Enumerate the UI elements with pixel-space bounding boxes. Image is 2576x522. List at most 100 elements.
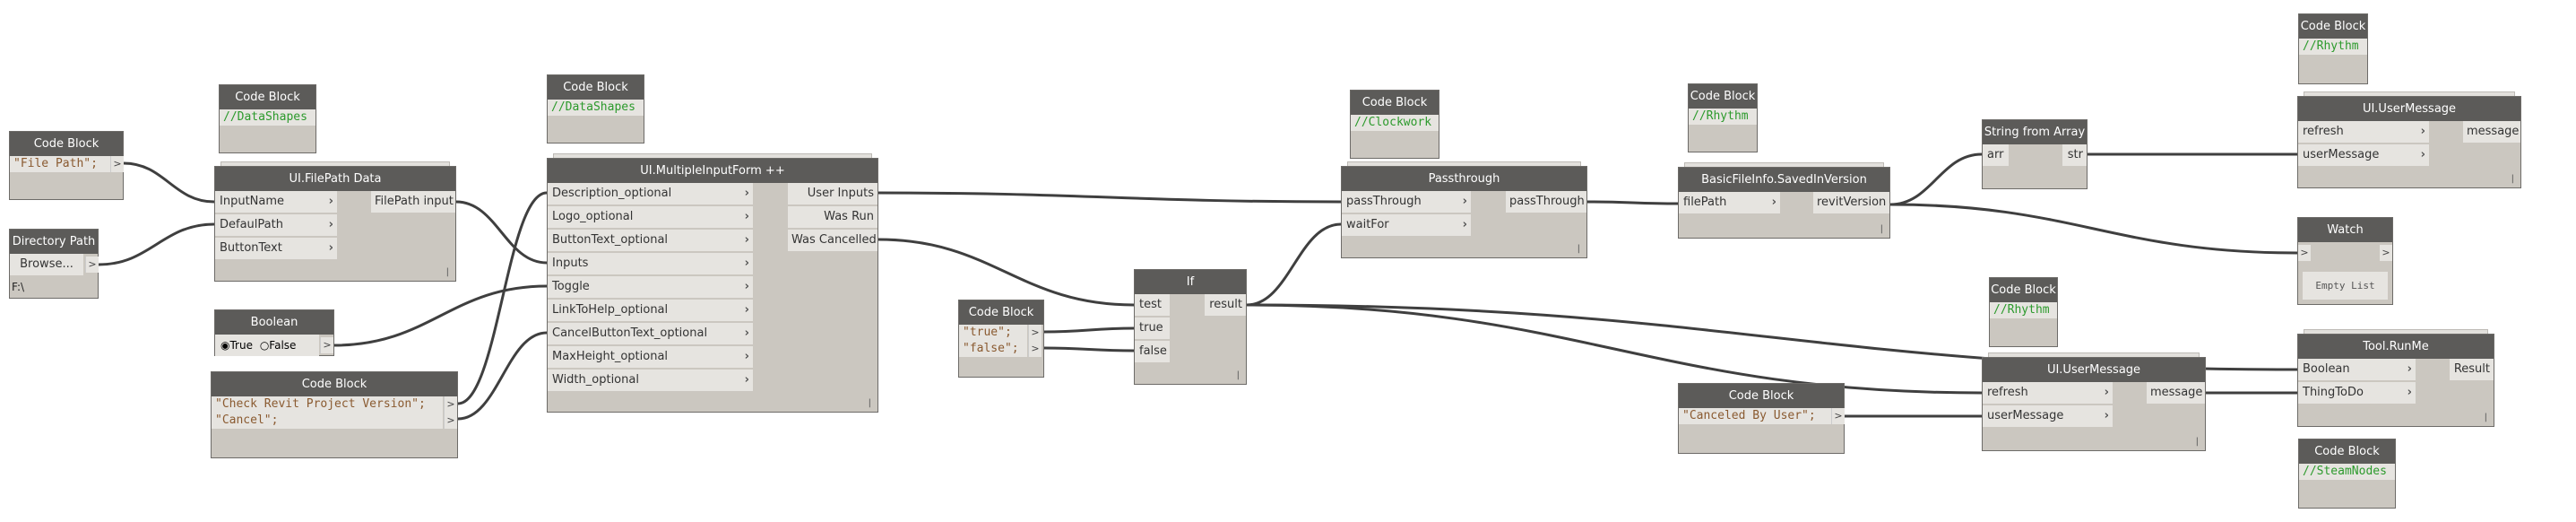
output-port[interactable]: User Inputs [788,183,877,204]
node-user-message[interactable]: UI.UserMessage refresh›userMessage›messa… [2297,91,2521,188]
code-block-steamnodes[interactable]: Code Block //SteamNodes [2298,439,2396,509]
code-block-canceled[interactable]: Code Block "Canceled By User"; > [1678,383,1845,454]
code-block-messages[interactable]: Code Block "Check Revit Project Version"… [211,371,458,458]
input-port[interactable]: LinkToHelp_optional› [548,300,753,321]
input-port[interactable]: ButtonText_optional› [548,230,753,251]
output-port[interactable]: > [320,337,333,353]
connector-wire[interactable] [1889,203,2298,255]
connector-wire[interactable] [1246,222,1342,307]
connector-wire[interactable] [1043,326,1135,334]
node-basicfileinfo-savedinversion[interactable]: BasicFileInfo.SavedInVersion filePath›re… [1678,162,1890,239]
input-port[interactable]: passThrough› [1342,191,1471,213]
node-boolean[interactable]: Boolean ◉True ○False > [214,309,334,356]
output-port[interactable]: message [2463,121,2520,143]
resize-grip[interactable]: | [445,267,449,277]
input-port[interactable]: arr [1983,144,2009,166]
connector-wire[interactable] [457,331,548,421]
node-watch[interactable]: Watch > > Empty List [2297,217,2393,305]
connector-wire[interactable] [877,191,1342,204]
resize-grip[interactable]: | [1880,224,1883,234]
connector-wire[interactable] [1586,200,1679,205]
input-port[interactable]: Boolean› [2298,359,2416,380]
code-block-datashapes[interactable]: Code Block //DataShapes [219,84,316,153]
node-passthrough[interactable]: Passthrough passThrough›waitFor›passThro… [1341,161,1587,258]
radio-false-icon[interactable]: ○ [259,339,270,352]
output-port[interactable]: result [1205,294,1246,316]
connector-wire[interactable] [1043,346,1135,352]
input-port[interactable]: ButtonText› [215,238,337,259]
boolean-toggle[interactable]: ◉True ○False [215,335,319,356]
input-port[interactable]: userMessage› [1983,405,2113,427]
node-tool-runme[interactable]: Tool.RunMe Boolean›ThingToDo›Result| [2297,329,2494,427]
input-port[interactable]: userMessage› [2298,144,2429,166]
output-port[interactable]: passThrough [1506,191,1586,213]
code-line[interactable]: //Clockwork [1351,115,1439,131]
code-line[interactable]: //Rhythm [1990,302,2057,318]
code-block-rhythm[interactable]: Code Block //Rhythm [1688,83,1758,152]
input-port[interactable]: DefaulPath› [215,214,337,236]
input-port[interactable]: waitFor› [1342,214,1471,236]
code-line[interactable]: //Rhythm [1689,109,1757,125]
resize-grip[interactable]: | [1577,244,1580,254]
resize-grip[interactable]: | [1236,370,1240,380]
output-port[interactable]: message [2147,382,2205,404]
input-port[interactable]: MaxHeight_optional› [548,346,753,368]
output-port[interactable]: str [2062,144,2087,166]
code-block-true-false[interactable]: Code Block "true"; "false"; > > [958,300,1044,378]
output-port[interactable]: > [444,396,457,413]
output-port[interactable]: Was Run [788,206,877,228]
input-port[interactable]: false [1135,341,1170,362]
output-port[interactable]: Was Cancelled [788,230,877,251]
connector-wire[interactable] [98,222,215,266]
output-port[interactable]: > [1028,325,1042,341]
output-port[interactable]: > [2380,245,2392,261]
resize-grip[interactable]: | [2195,437,2199,447]
code-line[interactable]: //SteamNodes [2299,464,2395,480]
code-block-clockwork[interactable]: Code Block //Clockwork [1350,90,1439,159]
connector-wire[interactable] [333,284,548,347]
output-port[interactable]: > [444,413,457,429]
output-port[interactable]: > [1028,341,1042,357]
code-line[interactable]: "true"; [959,325,1027,341]
node-filepath-data[interactable]: UI.FilePath Data InputName› DefaulPath› … [214,161,456,282]
output-port[interactable]: revitVersion [1813,192,1889,213]
input-port[interactable]: test [1135,294,1170,316]
input-port[interactable]: Logo_optional› [548,206,753,228]
code-line[interactable]: //DataShapes [220,109,316,126]
resize-grip[interactable]: | [868,398,871,408]
output-port[interactable]: Result [2450,359,2494,380]
code-line[interactable]: "Check Revit Project Version"; [212,396,443,413]
input-port[interactable]: Inputs› [548,253,753,274]
code-line[interactable]: "false"; [959,341,1027,357]
input-port[interactable]: ThingToDo› [2298,382,2416,404]
input-port[interactable]: Toggle› [548,276,753,298]
resize-grip[interactable]: | [2511,174,2514,184]
code-line[interactable]: //Rhythm [2299,39,2367,55]
option-false[interactable]: False [269,339,297,352]
input-port[interactable]: Width_optional› [548,370,753,391]
input-port[interactable]: CancelButtonText_optional› [548,323,753,344]
input-port[interactable]: > [2298,245,2311,261]
resize-grip[interactable]: | [2484,413,2487,422]
node-user-message[interactable]: UI.UserMessage refresh›userMessage›messa… [1982,352,2206,451]
connector-wire[interactable] [457,191,548,405]
input-port[interactable]: InputName› [215,191,337,213]
input-port[interactable]: refresh› [1983,382,2113,404]
output-port[interactable]: FilePath input [371,191,455,213]
radio-true-icon[interactable]: ◉ [220,339,230,352]
input-port[interactable]: filePath› [1679,192,1780,213]
input-port[interactable]: Description_optional› [548,183,753,204]
option-true[interactable]: True [229,339,253,352]
code-block-rhythm[interactable]: Code Block //Rhythm [2298,13,2368,84]
connector-wire[interactable] [1246,303,1983,395]
output-port[interactable]: > [110,156,124,172]
input-port[interactable]: true [1135,318,1170,339]
node-multiple-input-form[interactable]: UI.MultipleInputForm ++ Description_opti… [547,153,878,413]
code-line[interactable]: "Cancel"; [212,413,443,429]
connector-wire[interactable] [877,238,1135,307]
code-block-file-path[interactable]: Code Block "File Path"; > [9,131,124,200]
output-port[interactable]: > [1831,408,1845,424]
code-line[interactable]: "Canceled By User"; [1679,408,1831,424]
